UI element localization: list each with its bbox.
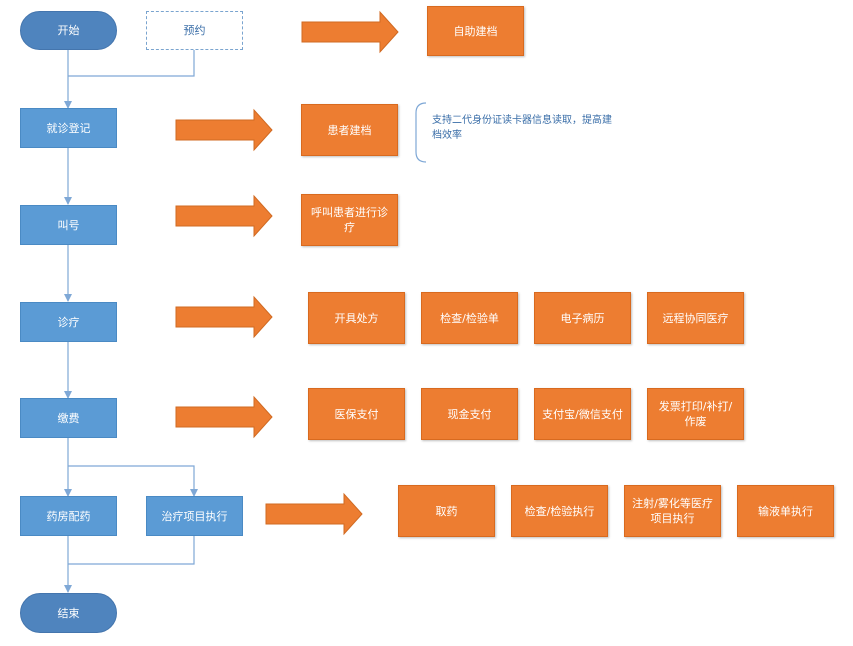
filing-note: 支持二代身份证读卡器信息读取，提高建档效率: [432, 115, 612, 141]
online-payment-box: 支付宝/微信支付: [534, 388, 631, 440]
treatment-execution-node: 治疗项目执行: [146, 496, 243, 536]
block-arrow-appointment: [301, 10, 399, 54]
connector-payment-execution: [68, 465, 198, 497]
cash-payment-box: 现金支付: [421, 388, 518, 440]
block-arrow-registration: [175, 108, 273, 152]
injection-execution-box: 注射/雾化等医疗项目执行: [624, 485, 721, 537]
end-node: 结束: [20, 593, 117, 633]
dispense-box: 取药: [398, 485, 495, 537]
exam-order-box: 检查/检验单: [421, 292, 518, 344]
registration-node: 就诊登记: [20, 108, 117, 148]
patient-filing-box: 患者建档: [301, 104, 398, 156]
connector-execution-end: [68, 536, 195, 565]
treatment-node: 诊疗: [20, 302, 117, 342]
infusion-execution-box: 输液单执行: [737, 485, 834, 537]
invoice-box: 发票打印/补打/作废: [647, 388, 744, 440]
block-arrow-call: [175, 194, 273, 238]
start-node: 开始: [20, 11, 117, 50]
block-arrow-treatment: [175, 295, 273, 339]
self-filing-box: 自助建档: [427, 6, 524, 56]
pharmacy-node: 药房配药: [20, 496, 117, 536]
block-arrow-payment: [175, 395, 273, 439]
payment-node: 缴费: [20, 398, 117, 438]
connector-appointment-registration: [68, 50, 195, 77]
emr-box: 电子病历: [534, 292, 631, 344]
exam-execution-box: 检查/检验执行: [511, 485, 608, 537]
block-arrow-execution: [265, 492, 363, 536]
prescription-box: 开具处方: [308, 292, 405, 344]
call-patient-box: 呼叫患者进行诊疗: [301, 194, 398, 246]
note-bracket: [415, 102, 427, 163]
insurance-payment-box: 医保支付: [308, 388, 405, 440]
call-number-node: 叫号: [20, 205, 117, 245]
remote-care-box: 远程协同医疗: [647, 292, 744, 344]
appointment-node: 预约: [146, 11, 243, 50]
